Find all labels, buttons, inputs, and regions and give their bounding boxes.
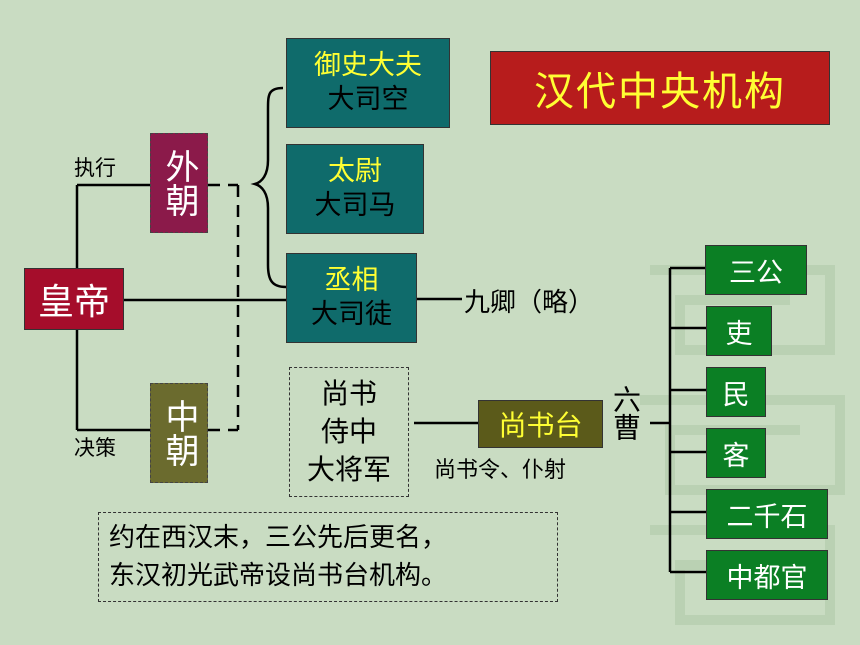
inner-official: 尚书 (320, 377, 377, 410)
cao-label: 吏 (725, 318, 753, 350)
cao-label: 中都官 (726, 562, 808, 594)
inner-court-box: 中朝 (150, 383, 208, 483)
cao-label: 二千石 (726, 501, 808, 533)
cao-box-li: 吏 (706, 306, 772, 356)
duke-box-commandant: 太尉 大司马 (286, 144, 424, 234)
duke-title: 御史大夫 (314, 50, 422, 81)
title-box: 汉代中央机构 (490, 51, 830, 125)
cao-label: 民 (722, 379, 750, 411)
inner-official: 大将军 (306, 453, 391, 486)
six-cao-label: 六曹 (609, 385, 642, 441)
inner-official: 侍中 (320, 415, 377, 448)
shangshutai-box: 尚书台 (478, 400, 603, 448)
duke-box-censor: 御史大夫 大司空 (286, 38, 450, 128)
outer-court-box: 外朝 (150, 133, 208, 233)
duke-box-chancellor: 丞相 大司徒 (286, 253, 417, 343)
page-title: 汉代中央机构 (534, 69, 786, 115)
inner-court-label: 中朝 (159, 399, 199, 467)
cao-box-zhongduguan: 中都官 (706, 550, 828, 600)
note-line: 约在西汉末，三公先后更名， (109, 523, 448, 553)
inner-officials-box: 尚书 侍中 大将军 (289, 367, 409, 497)
cao-box-sangong: 三公 (705, 245, 807, 295)
cao-label: 客 (722, 440, 750, 472)
cao-box-min: 民 (706, 367, 766, 417)
emperor-box: 皇帝 (24, 268, 124, 330)
shangshutai-label: 尚书台 (498, 409, 583, 442)
cao-box-ke: 客 (706, 428, 766, 478)
nine-ministers-label: 九卿（略） (464, 288, 595, 318)
duke-later-name: 大司马 (314, 190, 396, 221)
note-line: 东汉初光武帝设尚书台机构。 (109, 561, 448, 591)
emperor-label: 皇帝 (37, 282, 110, 323)
duke-title: 太尉 (328, 156, 382, 187)
note-box: 约在西汉末，三公先后更名， 东汉初光武帝设尚书台机构。 (98, 512, 558, 602)
decide-label: 决策 (74, 436, 116, 460)
duke-later-name: 大司徒 (311, 299, 392, 330)
cao-box-erqianshi: 二千石 (706, 489, 828, 539)
shangshutai-sub-label: 尚书令、仆射 (434, 458, 567, 483)
execute-label: 执行 (74, 156, 116, 180)
outer-court-label: 外朝 (159, 149, 199, 217)
duke-title: 丞相 (324, 265, 379, 296)
cao-label: 三公 (729, 257, 783, 289)
duke-later-name: 大司空 (327, 84, 409, 115)
